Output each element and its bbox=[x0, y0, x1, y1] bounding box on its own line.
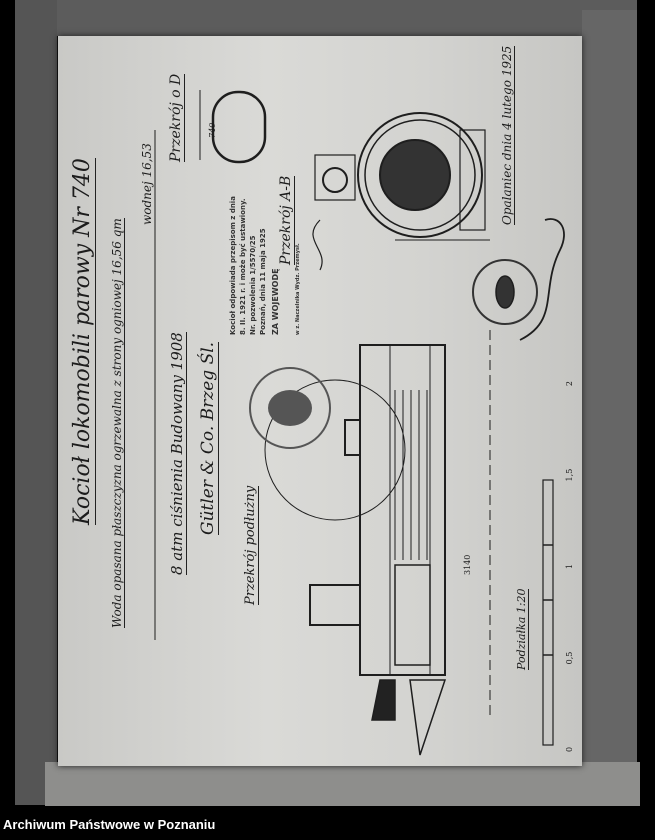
stamp-line: Poznań, dnia 11 maja 1925 bbox=[259, 228, 267, 335]
scale-tick: 1 bbox=[565, 563, 574, 570]
underlying-page-left bbox=[15, 0, 57, 805]
scale-label: Podziałka 1:20 bbox=[515, 588, 529, 670]
tube-bundle bbox=[379, 139, 451, 211]
section-od-label: Przekrój o D bbox=[168, 73, 185, 162]
stamp-line: w z. Naczelnika Wydz. Przemysł. bbox=[295, 243, 301, 335]
scale-tick: 0 bbox=[565, 746, 574, 752]
stamp-line: ZA WOJEWODĘ bbox=[271, 268, 280, 335]
signature bbox=[519, 218, 565, 341]
underlying-page-bottom bbox=[45, 762, 640, 806]
underlying-page-top bbox=[57, 0, 637, 36]
scale-tick: 0,5 bbox=[565, 651, 574, 665]
water-side: wodnej 16,53 bbox=[140, 143, 154, 225]
approval-stamp: Kocioł odpowiada przepisom z dnia 8. II.… bbox=[228, 196, 303, 335]
doc-title: Kocioł lokomobili parowy Nr 740 bbox=[70, 158, 96, 525]
dome-section bbox=[314, 154, 356, 201]
scale-tick: 2 bbox=[565, 381, 574, 387]
stamp-line: 8. II. 1921 r. i może być ustawiony. bbox=[239, 198, 247, 335]
scale-ticks: 0 0,5 1 1,5 2 bbox=[565, 381, 574, 752]
archive-caption: Archiwum Państwowe w Poznaniu bbox=[3, 817, 216, 832]
scale-tick: 1,5 bbox=[565, 468, 574, 482]
smokebox bbox=[309, 584, 361, 626]
technical-drawing-sheet bbox=[58, 36, 582, 766]
pressure-year: 8 atm ciśnienia Budowany 1908 bbox=[168, 332, 187, 575]
dimension-length: 3140 bbox=[463, 554, 472, 575]
state-seal bbox=[249, 367, 331, 449]
heating-surface: Woda opasana płaszczyzna ogrzewalna z st… bbox=[110, 218, 125, 628]
municipal-stamp bbox=[472, 259, 538, 325]
section-od-outline bbox=[211, 90, 267, 164]
place-date: Opalaniec dnia 4 lutego 1925 bbox=[500, 45, 515, 225]
flywheel-outline bbox=[264, 379, 406, 521]
stamp-line: Kocioł odpowiada przepisom z dnia bbox=[229, 196, 237, 335]
underlying-page-right bbox=[582, 10, 637, 770]
stamp-line: Nr. pozwolenia 1/5570/25 bbox=[249, 235, 257, 335]
section-long-label: Przekrój podłużny bbox=[243, 485, 259, 605]
dimension-740: 740 bbox=[208, 122, 217, 138]
manufacturer: Gütler & Co. Brzeg Śl. bbox=[198, 341, 219, 535]
scale-bar bbox=[542, 479, 554, 746]
firebox bbox=[394, 564, 431, 666]
